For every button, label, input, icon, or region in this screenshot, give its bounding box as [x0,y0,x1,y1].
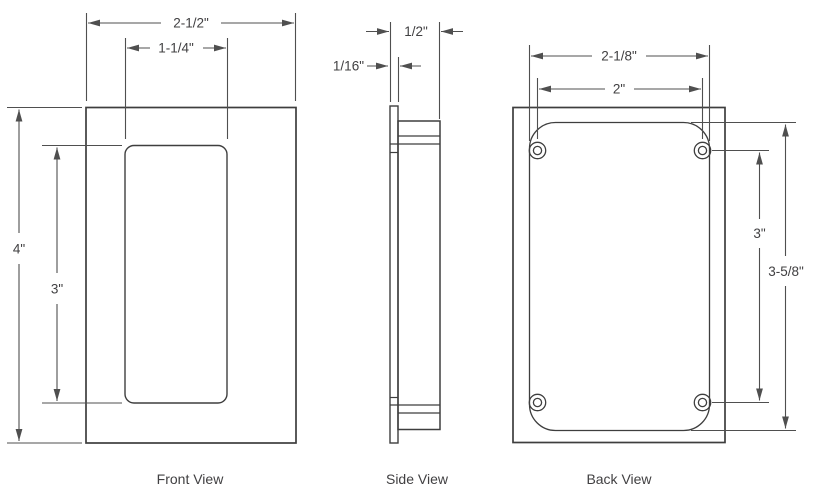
side-internal-lines [390,135,440,414]
front-overall-height-label: 4" [13,242,26,257]
back-hole-spacing-height-label: 3" [753,226,766,241]
side-body-rect [397,120,441,431]
side-view-part-outline [389,105,441,444]
screw-holes [528,141,712,412]
screw-hole-top-left-outer [528,141,547,160]
back-dim-hole-spacing-width [536,78,704,139]
side-view-caption: Side View [386,471,449,487]
front-recess-rect [124,144,228,404]
back-view-part-outline [512,106,726,444]
back-view-caption: Back View [586,471,652,487]
back-dim-hole-spacing-height [712,149,769,404]
back-outer-rect [512,106,726,444]
screw-hole-bottom-left-outer [528,393,547,412]
back-plate-height-label: 3-5/8" [768,264,804,279]
back-dim-plate-width [528,45,711,141]
screw-hole-top-left-inner [532,145,543,156]
front-dim-recess-width [124,38,229,139]
back-view: 2-1/8" 2" 3" 3-5/8" Back View [512,45,804,487]
screw-hole-bottom-left-inner [532,397,543,408]
front-dim-recess-height [42,144,122,404]
front-recess-width-label: 1-1/4" [158,41,194,56]
front-dim-overall-width [85,13,297,101]
front-view-caption: Front View [157,471,225,487]
screw-hole-bottom-right-outer [693,393,712,412]
screw-hole-top-right-inner [697,145,708,156]
side-flange-rect [389,105,399,444]
front-overall-width-label: 2-1/2" [173,16,209,31]
front-view: 2-1/2" 1-1/4" 4" 3" Front View [7,13,297,487]
screw-hole-top-right-outer [693,141,712,160]
side-view: 1/2" 1/16" Side View [333,22,463,487]
side-flange-thickness-label: 1/16" [333,59,364,74]
back-dim-plate-height [691,121,796,432]
front-dim-overall-height [7,106,82,444]
side-depth-label: 1/2" [404,24,428,39]
front-outer-plate-rect [85,106,297,444]
back-plate-rect [528,121,711,432]
front-view-part-outline [85,106,297,444]
front-recess-height-label: 3" [51,282,64,297]
screw-hole-bottom-right-inner [697,397,708,408]
back-plate-width-label: 2-1/8" [601,49,637,64]
back-hole-spacing-width-label: 2" [613,82,626,97]
side-dim-flange-thickness [367,57,421,102]
side-dim-depth [366,22,463,119]
